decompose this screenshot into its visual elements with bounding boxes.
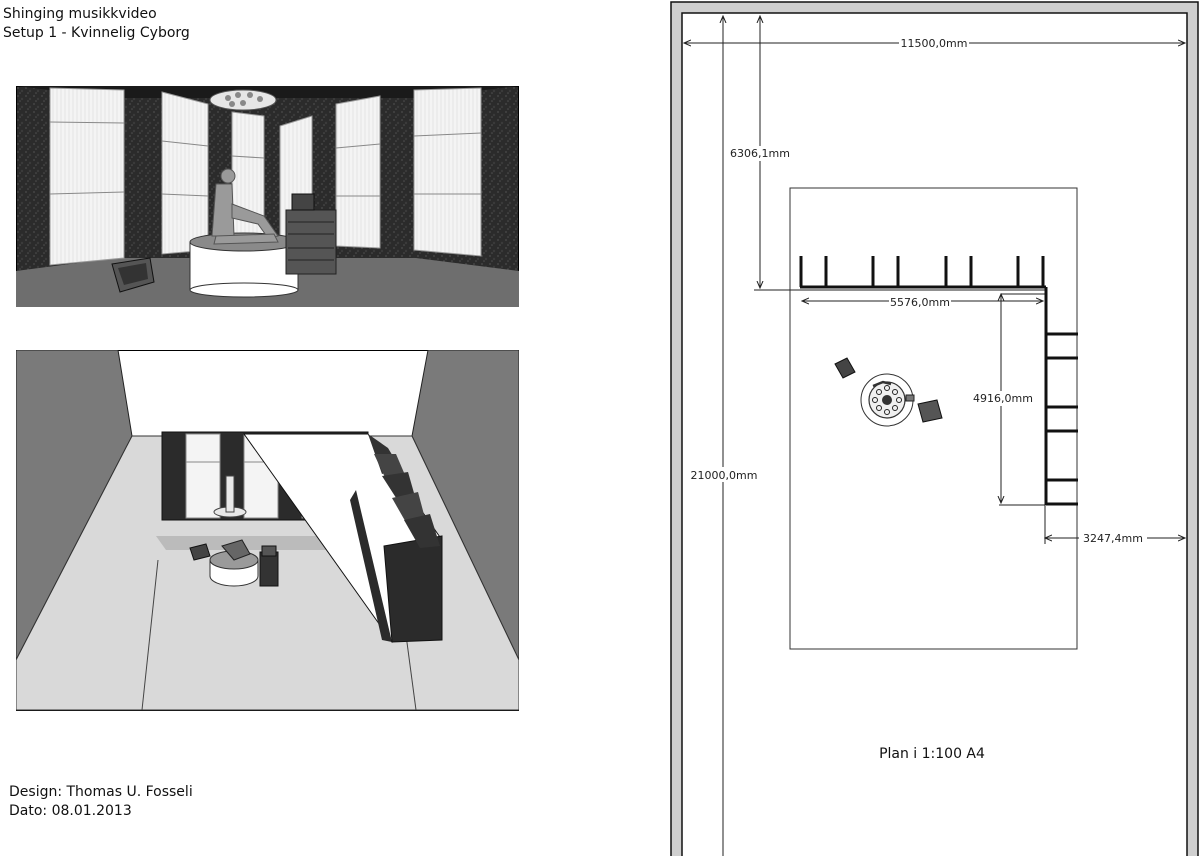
plan-scale-label: Plan i 1:100 A4 <box>879 746 985 762</box>
dim-room-width: 11500,0mm <box>684 35 1185 50</box>
platform-plan <box>860 373 915 427</box>
rack-top-view <box>259 545 279 587</box>
svg-text:21000,0mm: 21000,0mm <box>691 469 758 482</box>
dim-room-length: 21000,0mm <box>689 16 759 856</box>
render-top-view <box>16 350 519 711</box>
drawing-date: Dato: 08.01.2013 <box>9 803 132 819</box>
platform-with-figure <box>209 539 259 587</box>
floor-monitor <box>111 257 155 293</box>
set-wall-back <box>799 256 1046 289</box>
drawing-subtitle: Setup 1 - Kvinnelig Cyborg <box>3 25 190 41</box>
svg-text:6306,1mm: 6306,1mm <box>730 147 790 160</box>
drawing-title: Shinging musikkvideo <box>3 6 157 22</box>
svg-text:5576,0mm: 5576,0mm <box>890 296 950 309</box>
set-wall-side <box>1044 287 1078 506</box>
svg-text:4916,0mm: 4916,0mm <box>973 392 1033 405</box>
svg-text:11500,0mm: 11500,0mm <box>901 37 968 50</box>
design-credit: Design: Thomas U. Fosseli <box>9 784 193 800</box>
ceiling-lamp <box>209 89 277 111</box>
equipment-rack <box>285 193 337 275</box>
dim-side-wall: 4916,0mm <box>971 294 1045 506</box>
monitor-top-view <box>189 543 211 561</box>
light-pole <box>213 475 247 518</box>
render-front-view <box>16 86 519 307</box>
dim-side-offset: 3247,4mm <box>1045 505 1185 546</box>
rack-plan <box>917 399 943 423</box>
svg-text:3247,4mm: 3247,4mm <box>1083 532 1143 545</box>
side-wall-units <box>243 433 443 643</box>
monitor-plan <box>834 357 856 379</box>
seated-figure <box>211 168 279 245</box>
floor-plan: 11500,0mm 21000,0mm 6306,1mm 5576,0mm 49… <box>670 1 1199 856</box>
dim-wall-offset: 6306,1mm <box>727 16 1045 291</box>
